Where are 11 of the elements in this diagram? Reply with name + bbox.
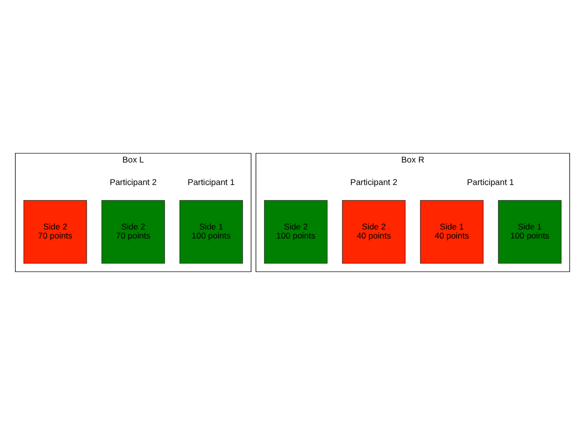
label: Participant 2 — [110, 176, 157, 186]
node-box: Side 2 100 points — [264, 200, 328, 264]
node-box: Side 1 40 points — [420, 200, 484, 264]
node-box: Side 2 70 points — [101, 200, 165, 264]
label: Participant 1 — [188, 176, 235, 186]
label: Participant 1 — [466, 176, 514, 186]
node-box: Side 2 40 points — [342, 200, 406, 264]
node-box: Side 2 70 points — [23, 200, 87, 264]
node-box: Side 1 100 points — [498, 200, 562, 264]
node-box: Side 1 100 points — [179, 200, 243, 264]
label: Participant 2 — [350, 176, 398, 186]
